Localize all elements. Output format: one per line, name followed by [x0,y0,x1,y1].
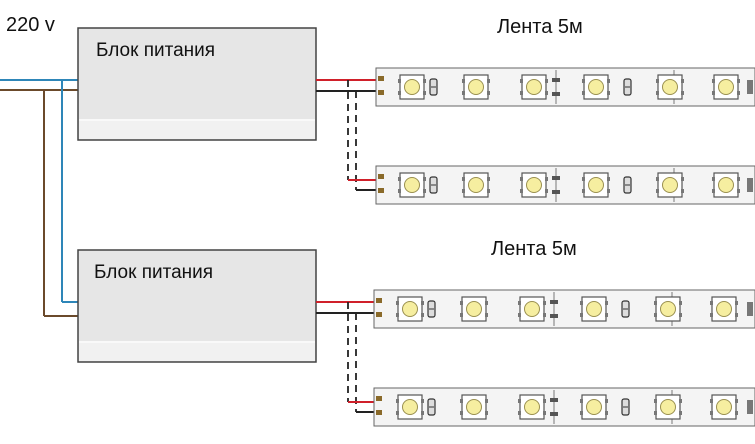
cut-pad [552,78,560,82]
led-strips [373,67,755,427]
output-wires-2 [316,301,380,413]
led-strip-2b [373,387,755,427]
led-emitter [660,399,676,415]
solder-pad [376,410,382,415]
led-emitter [524,399,540,415]
led-emitter [404,177,420,193]
cut-pad [552,92,560,96]
led-emitter [468,79,484,95]
solder-pad [376,312,382,317]
strip-end-pad [747,302,753,316]
cut-pad [552,176,560,180]
led-emitter [662,79,678,95]
led-emitter [526,79,542,95]
led-emitter [588,79,604,95]
led-emitter [404,79,420,95]
cut-pad [552,190,560,194]
led-emitter [524,301,540,317]
strip-end-pad [747,178,753,192]
power-supply-2-label: Блок питания [94,262,214,283]
led-emitter [718,177,734,193]
strip-group-2-title: Лента 5м [491,238,577,260]
cut-pad [550,412,558,416]
led-emitter [718,79,734,95]
solder-pad [376,396,382,401]
led-strip-2a [373,289,755,329]
led-emitter [716,301,732,317]
cut-pad [550,398,558,402]
solder-pad [378,76,384,81]
led-emitter [660,301,676,317]
led-emitter [716,399,732,415]
voltage-label: 220 v [6,14,55,36]
solder-pad [378,90,384,95]
strip-end-pad [747,400,753,414]
led-emitter [526,177,542,193]
strip-end-pad [747,80,753,94]
led-emitter [586,399,602,415]
led-strip-1a [375,67,755,107]
led-emitter [466,301,482,317]
led-emitter [468,177,484,193]
power-supply-2 [77,249,317,363]
cut-pad [550,314,558,318]
output-wires-1 [316,79,382,191]
solder-pad [378,174,384,179]
power-supply-1-label: Блок питания [96,40,216,61]
led-emitter [402,301,418,317]
solder-pad [376,298,382,303]
power-supply-1 [77,27,317,141]
led-emitter [402,399,418,415]
led-emitter [466,399,482,415]
led-emitter [588,177,604,193]
cut-pad [550,300,558,304]
strip-group-1-title: Лента 5м [497,16,583,38]
led-emitter [662,177,678,193]
led-emitter [586,301,602,317]
solder-pad [378,188,384,193]
led-strip-1b [375,165,755,205]
mains-wires [0,79,82,317]
